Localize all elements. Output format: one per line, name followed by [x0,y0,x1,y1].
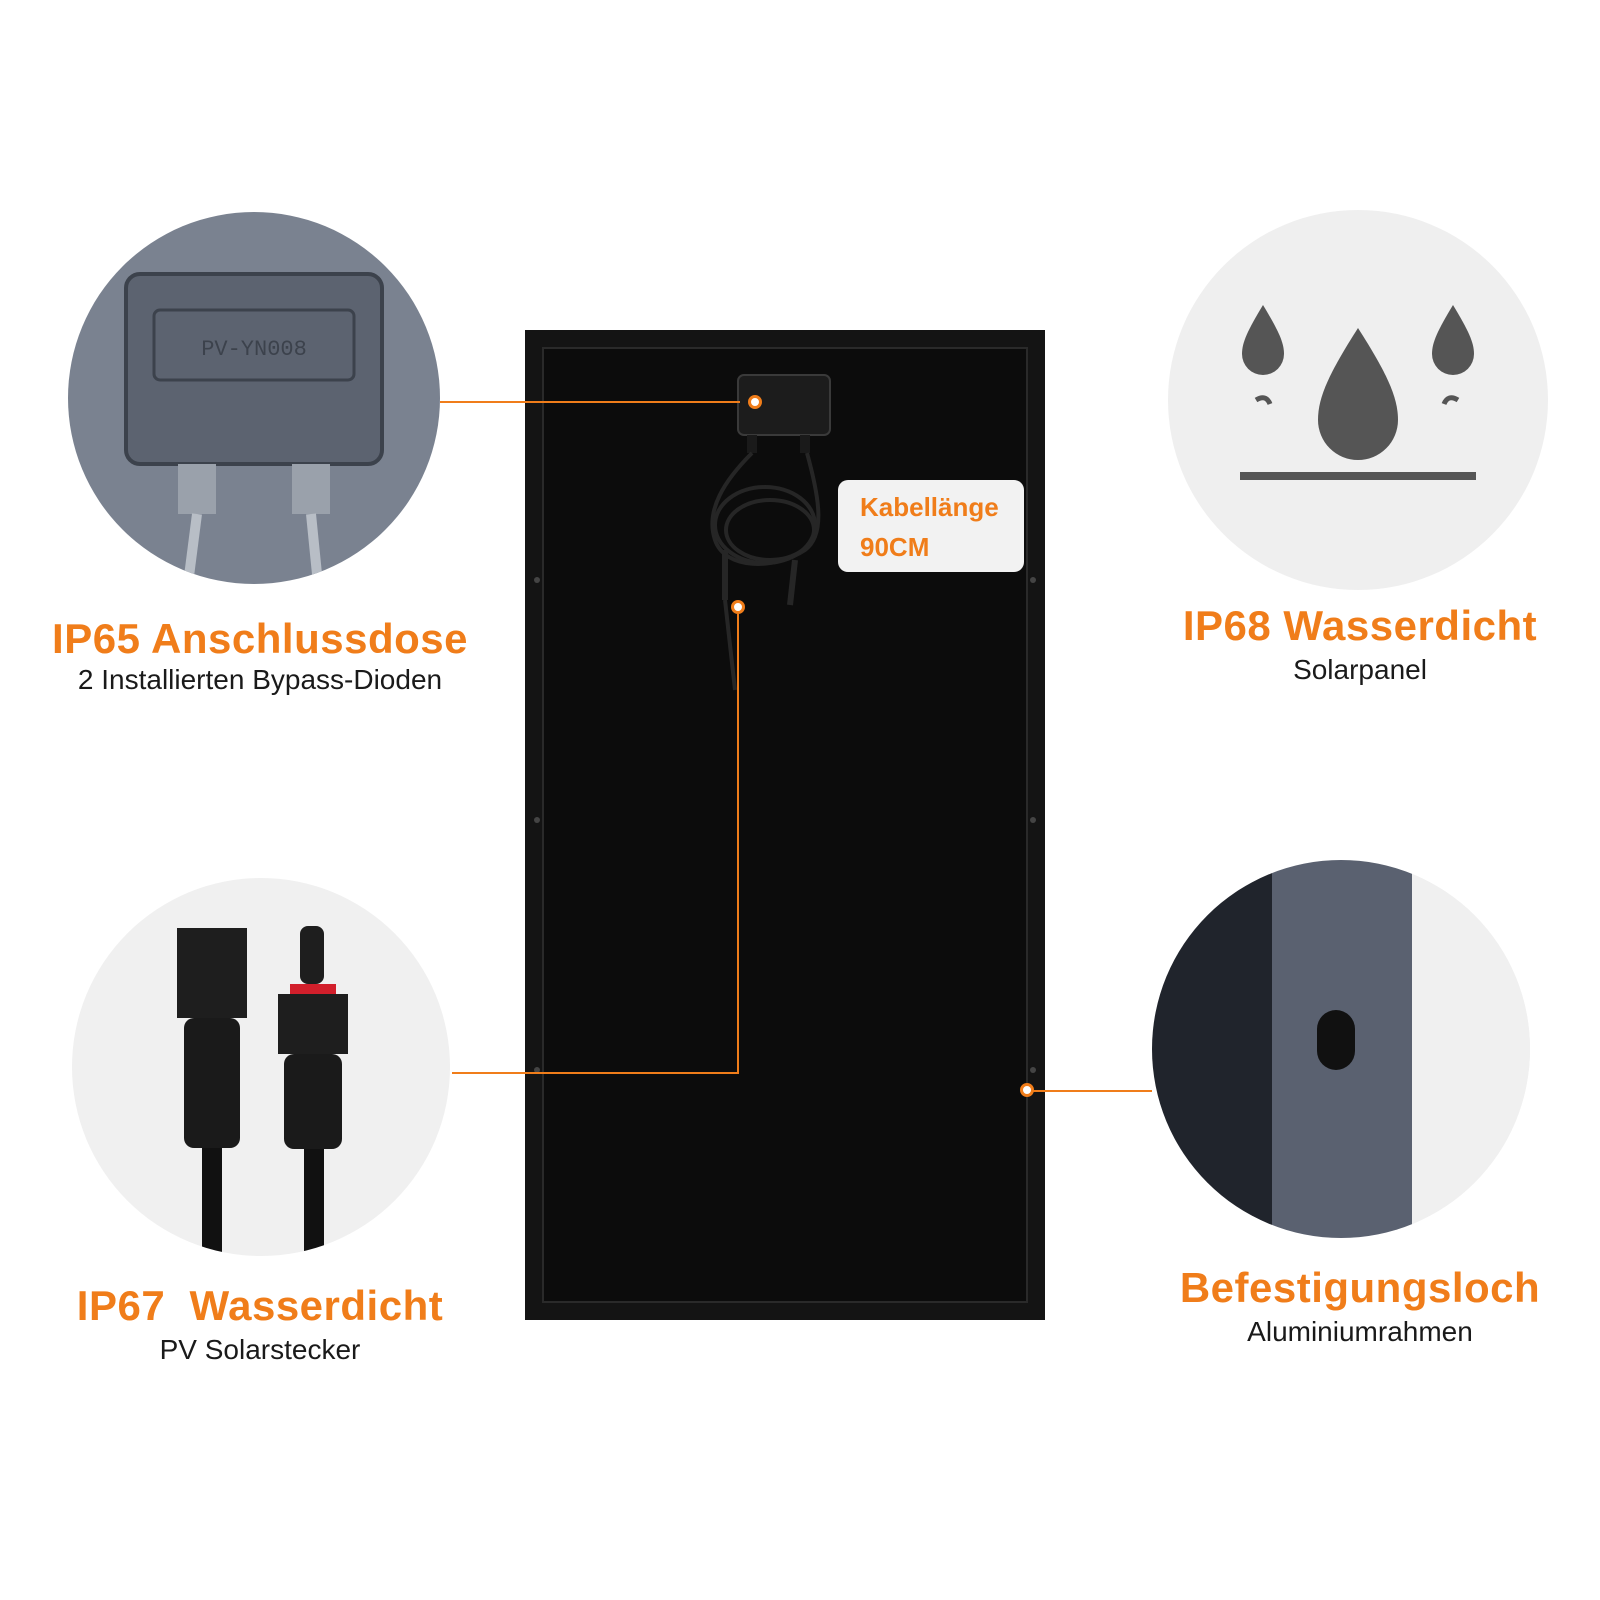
connector-leader-line-v [737,614,739,1074]
junction-box-leader-line [440,401,740,403]
connector-subtitle: PV Solarstecker [159,1334,361,1365]
mc4-connector-photo [72,878,450,1256]
junction-box-pointer [748,395,762,409]
connector-title: IP67 Wasserdicht [76,1282,444,1329]
panel-junction-box [737,374,831,453]
cable-length-label: Kabellänge 90CM [838,480,1024,572]
junction-box-title: IP65 Anschlussdose [52,615,468,662]
solar-panel-back [525,330,1045,1320]
mounting-hole-pointer [1020,1083,1034,1097]
junction-box-marking: PV-YN008 [201,337,307,362]
waterproof-panel-subtitle: Solarpanel [1293,654,1427,685]
mounting-hole-title: Befestigungsloch [1179,1264,1541,1311]
junction-box-subtitle: 2 Installierten Bypass-Dioden [77,664,443,695]
water-drops-icon [1240,305,1476,480]
mounting-hole-subtitle: Aluminiumrahmen [1247,1316,1473,1347]
waterproof-icon-circle [1168,210,1548,590]
frame-hole-photo [1152,860,1530,1238]
mounting-hole-leader-line [1032,1090,1152,1092]
waterproof-panel-title: IP68 Wasserdicht [1182,602,1538,649]
cable-length-caption: Kabellänge [860,492,999,522]
cable-length-value: 90CM [860,532,930,562]
connector-pointer [731,600,745,614]
connector-leader-line-h [452,1072,738,1074]
panel-cable-coil [710,451,821,691]
junction-box-photo: PV-YN008 [68,212,440,584]
